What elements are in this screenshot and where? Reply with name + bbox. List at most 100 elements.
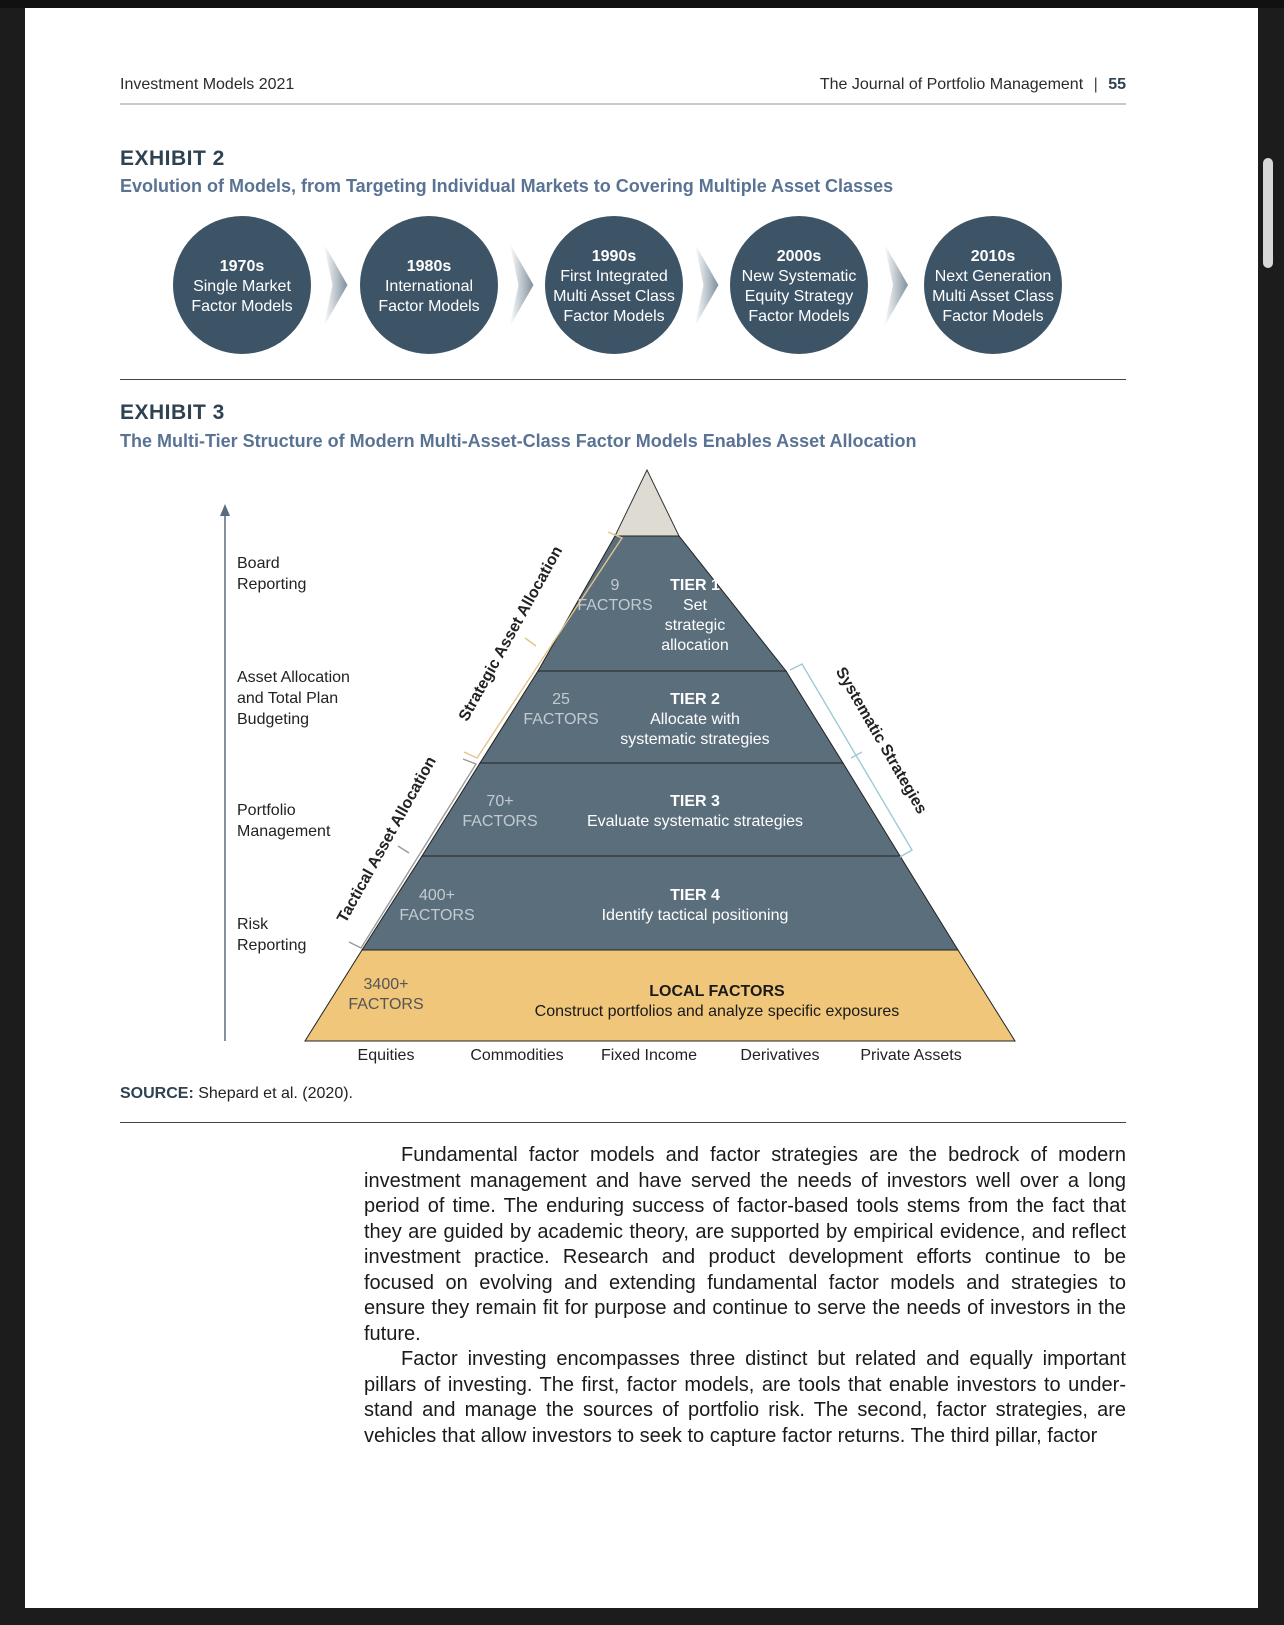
local-count-label: FACTORS: [348, 996, 423, 1013]
exhibit3-pyramid-diagram: 9 FACTORS TIER 1 Set strategic allocatio…: [220, 468, 1016, 1064]
scrollbar-thumb[interactable]: [1263, 158, 1273, 268]
tier3-count: 70+: [486, 793, 513, 810]
exhibit3-title: The Multi-Tier Structure of Modern Multi…: [120, 431, 917, 451]
board-line2: Reporting: [237, 576, 307, 593]
tactical-bracket-tick: [397, 845, 410, 854]
window-top-bar: [0, 0, 1284, 8]
timeline-circle-text: New Systematic: [742, 268, 857, 285]
body-paragraph-2: Factor investing encompasses three disti…: [364, 1348, 1126, 1447]
timeline-chevron-icon: [884, 243, 908, 327]
asset-class-private-assets: Private Assets: [860, 1047, 961, 1064]
systematic-bracket: [789, 663, 913, 858]
timeline-circle-text: Equity Strategy: [745, 288, 854, 305]
asset-class-equities: Equities: [358, 1047, 415, 1064]
running-header-left: Investment Models 2021: [120, 76, 295, 93]
journal-name: The Journal of Portfolio Management: [819, 76, 1084, 93]
tier1-count-label: FACTORS: [577, 597, 652, 614]
tier4-name: TIER 4: [670, 887, 720, 904]
pyramid-local-factors: [304, 949, 1016, 1042]
vertical-axis-arrow-icon: [220, 504, 230, 516]
portfolio-line1: Portfolio: [237, 802, 296, 819]
exhibit-divider: [120, 379, 1126, 380]
exhibit2-label: EXHIBIT 2: [120, 147, 225, 170]
pyramid-apex: [614, 468, 680, 537]
tier2-desc-2: systematic strategies: [620, 731, 769, 748]
timeline-circle-text: Factor Models: [191, 298, 292, 315]
page-number: 55: [1108, 76, 1126, 93]
timeline-circle-text: Factor Models: [563, 308, 664, 325]
timeline-chevron-icon: [509, 243, 534, 327]
timeline-chevron-icon: [694, 243, 719, 327]
exhibit3-label: EXHIBIT 3: [120, 401, 225, 424]
tier3-name: TIER 3: [670, 793, 720, 810]
header-rule: [120, 103, 1126, 105]
timeline-circle-text: Single Market: [193, 278, 291, 295]
timeline-circle-2010s: [924, 216, 1062, 354]
timeline-circle-text: Factor Models: [748, 308, 849, 325]
axis-label-asset-allocation: Asset Allocation and Total Plan Budgetin…: [237, 667, 350, 730]
tier1-desc-2: strategic: [665, 617, 725, 634]
asset-alloc-line1: Asset Allocation: [237, 669, 350, 686]
tier2-name: TIER 2: [670, 691, 720, 708]
body-paragraph-1: Fundamental factor models and factor str…: [364, 1144, 1126, 1345]
tier4-count: 400+: [419, 887, 455, 904]
header-separator: |: [1093, 76, 1098, 93]
tier3-desc-1: Evaluate systematic strategies: [587, 813, 803, 830]
tier3-count-label: FACTORS: [462, 813, 537, 830]
risk-line2: Reporting: [237, 937, 307, 954]
local-name: LOCAL FACTORS: [649, 983, 785, 1000]
exhibit2-title: Evolution of Models, from Targeting Indi…: [120, 176, 894, 196]
running-header-right: The Journal of Portfolio Management | 55: [820, 76, 1126, 94]
timeline-circle-text: First Integrated: [560, 268, 668, 285]
timeline-circle-text: Multi Asset Class: [932, 288, 1054, 305]
timeline-circle-text: Factor Models: [378, 298, 479, 315]
tier4-count-label: FACTORS: [399, 907, 474, 924]
board-line1: Board: [237, 555, 280, 572]
asset-alloc-line3: Budgeting: [237, 711, 310, 728]
source-label: SOURCE:: [120, 1085, 194, 1102]
timeline-circle-text: International: [385, 278, 473, 295]
asset-alloc-line2: and Total Plan: [237, 690, 339, 707]
timeline-chevron-icon: [323, 243, 348, 327]
tier2-desc-1: Allocate with: [650, 711, 740, 728]
body-text-column: Fundamental factor models and factor str…: [364, 1143, 1126, 1449]
risk-line1: Risk: [237, 916, 269, 933]
systematic-bracket-tick: [850, 751, 863, 759]
timeline-circle-1970s: [173, 216, 311, 354]
asset-class-derivatives: Derivatives: [740, 1047, 819, 1064]
tier2-count-label: FACTORS: [523, 711, 598, 728]
portfolio-line2: Management: [237, 823, 331, 840]
exhibit-source: SOURCE: Shepard et al. (2020).: [120, 1085, 353, 1103]
strategic-bracket-tick: [524, 637, 537, 647]
asset-class-commodities: Commodities: [470, 1047, 563, 1064]
tier1-desc-1: Set: [683, 597, 708, 614]
tier1-count: 9: [611, 577, 620, 594]
timeline-circle-1990s: [545, 216, 683, 354]
timeline-decade: 1970s: [220, 258, 265, 275]
timeline-decade: 2000s: [777, 248, 822, 265]
document-page: Investment Models 2021 The Journal of Po…: [25, 8, 1258, 1608]
local-count: 3400+: [364, 976, 409, 993]
tier1-desc-3: allocation: [661, 637, 729, 654]
source-divider: [120, 1122, 1126, 1123]
axis-label-portfolio-management: Portfolio Management: [237, 800, 330, 842]
timeline-circle-2000s: [730, 216, 868, 354]
strategic-bracket: [463, 531, 624, 759]
timeline-circle-text: Multi Asset Class: [553, 288, 675, 305]
tier1-name: TIER 1: [670, 577, 720, 594]
axis-label-board-reporting: Board Reporting: [237, 553, 306, 595]
tier2-count: 25: [552, 691, 570, 708]
timeline-circle-1980s: [360, 216, 498, 354]
timeline-decade: 1990s: [592, 248, 637, 265]
source-text: Shepard et al. (2020).: [193, 1085, 353, 1102]
tier4-desc-1: Identify tactical positioning: [602, 907, 789, 924]
local-desc: Construct portfolios and analyze specifi…: [535, 1003, 900, 1020]
timeline-decade: 2010s: [971, 248, 1016, 265]
timeline-circle-text: Next Generation: [935, 268, 1052, 285]
asset-class-fixed-income: Fixed Income: [601, 1047, 697, 1064]
timeline-decade: 1980s: [407, 258, 452, 275]
timeline-circle-text: Factor Models: [942, 308, 1043, 325]
axis-label-risk-reporting: Risk Reporting: [237, 914, 306, 956]
tactical-bracket: [348, 758, 478, 949]
